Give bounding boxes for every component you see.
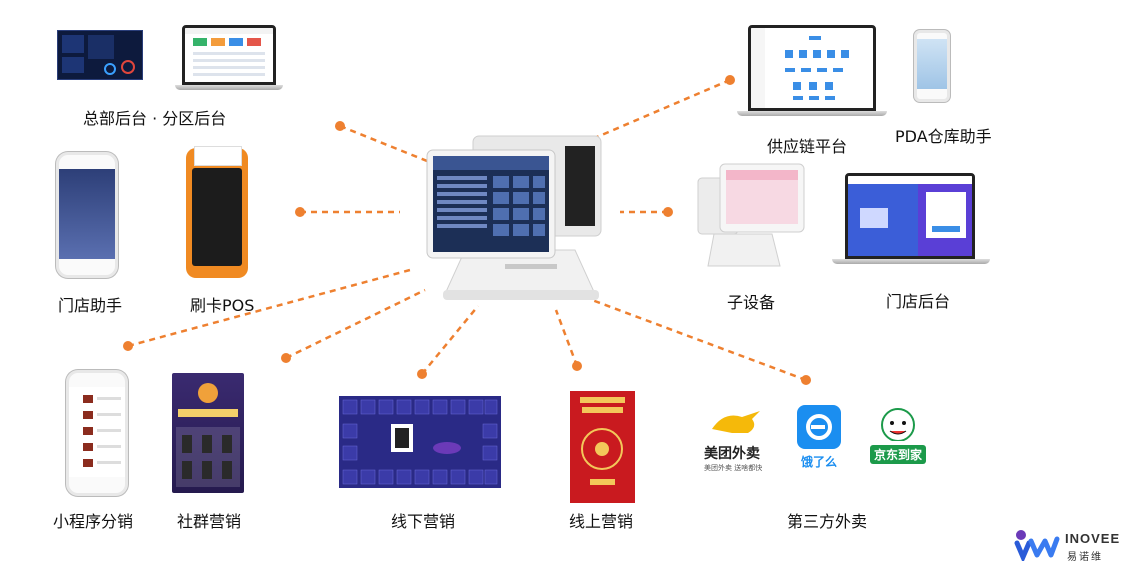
store-assistant-phone: [56, 152, 118, 278]
center-pos-device: [425, 132, 615, 307]
store-backend-laptop-base: [832, 259, 990, 264]
supply-laptop-base: [737, 111, 887, 116]
online-screen: [570, 391, 635, 503]
offline-screen: [339, 396, 501, 488]
label-hq: 总部后台 · 分区后台: [83, 109, 227, 128]
label-online: 线上营销: [569, 512, 634, 531]
meituan-slogan: 美团外卖 送啥都快: [704, 464, 763, 472]
hq-laptop: [182, 25, 276, 85]
brand-mark-icon: [1014, 530, 1060, 564]
label-third-party: 第三方外卖: [787, 512, 868, 531]
dot-store-backend: [663, 207, 673, 217]
connector-offline: [421, 305, 479, 375]
dot-offline: [417, 369, 427, 379]
store-backend-laptop: [845, 173, 975, 259]
connector-hq: [339, 124, 433, 165]
label-card-pos: 刷卡POS: [190, 296, 255, 315]
pda-phone: [914, 30, 950, 102]
mini-program-phone: [66, 370, 128, 496]
dot-supply: [725, 75, 735, 85]
eleme-name: 饿了么: [800, 455, 837, 469]
brand-logo: INOVEE 易诺维: [1013, 527, 1128, 564]
brand-cn: 易诺维: [1067, 552, 1103, 563]
meituan-logo: 美团外卖 美团外卖 送啥都快: [704, 405, 770, 472]
card-pos-device: [186, 146, 248, 278]
label-community: 社群营销: [177, 512, 242, 531]
dot-assistant: [295, 207, 305, 217]
label-offline: 线下营销: [391, 512, 456, 531]
label-store-backend: 门店后台: [886, 292, 951, 311]
dot-hq: [335, 121, 345, 131]
connector-third: [591, 298, 807, 382]
dot-community: [281, 353, 291, 363]
meituan-name: 美团外卖: [704, 446, 760, 462]
connector-mini: [127, 268, 411, 348]
connector-community: [285, 288, 426, 360]
jd-daojia-logo: 京东到家: [870, 405, 926, 465]
dot-mini: [123, 341, 133, 351]
supply-laptop: [748, 25, 876, 111]
connector-supply: [589, 78, 731, 142]
sub-device: [692, 160, 807, 270]
community-screen: [172, 373, 244, 493]
label-sub-device: 子设备: [727, 293, 776, 312]
dot-third: [801, 375, 811, 385]
hq-laptop-base: [175, 85, 283, 90]
label-mini-program: 小程序分销: [53, 512, 134, 531]
eleme-logo: 饿了么: [797, 405, 841, 471]
label-store-assistant: 门店助手: [58, 296, 123, 315]
hq-dashboard-screen: [57, 30, 143, 80]
label-supply: 供应链平台: [767, 137, 848, 156]
dot-online: [572, 361, 582, 371]
jd-name: 京东到家: [870, 445, 926, 464]
label-pda: PDA仓库助手: [895, 127, 992, 146]
connector-online: [554, 309, 579, 367]
brand-en: INOVEE: [1065, 531, 1121, 546]
